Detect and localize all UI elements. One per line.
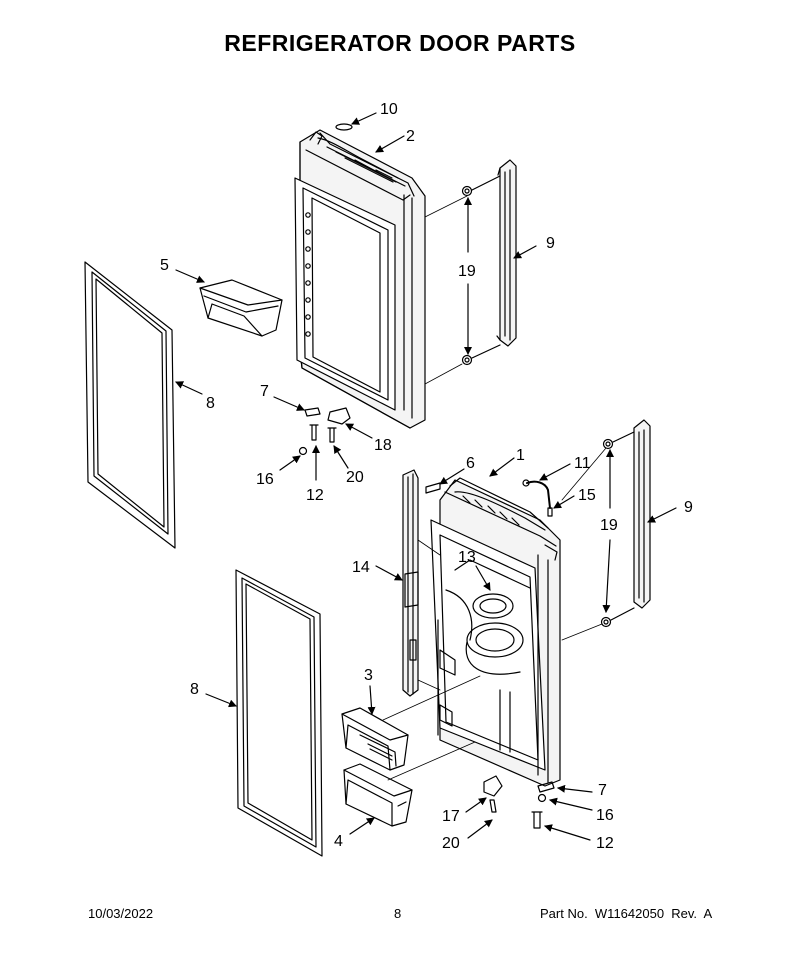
- callout-8-lower: 8: [190, 681, 199, 698]
- callout-7-lower: 7: [598, 782, 607, 799]
- callout-4: 4: [334, 833, 343, 850]
- callout-12-lower: 12: [596, 835, 614, 852]
- upper-door-bin: [199, 279, 283, 337]
- callout-19-lower: 19: [600, 517, 618, 534]
- callout-20-lower: 20: [442, 835, 460, 852]
- callout-6: 6: [466, 455, 475, 472]
- callout-15: 15: [578, 487, 596, 504]
- upper-door-handle: [424, 159, 517, 385]
- lower-door-bin-small: [341, 707, 409, 771]
- callout-16-lower: 16: [596, 807, 614, 824]
- leader-arrows: [175, 112, 677, 841]
- footer-page-number: 8: [394, 906, 402, 921]
- callout-11: 11: [574, 455, 591, 472]
- lower-hinge-parts: [483, 775, 555, 829]
- callout-2: 2: [406, 128, 415, 145]
- lower-door-handle: [561, 419, 651, 641]
- callout-13: 13: [458, 549, 476, 566]
- upper-door-liner: [294, 129, 426, 429]
- callout-1: 1: [516, 447, 525, 464]
- callout-7-upper: 7: [260, 383, 269, 400]
- callout-17: 17: [442, 808, 460, 825]
- callout-18: 18: [374, 437, 392, 454]
- bin-guide-lines: [382, 675, 481, 781]
- lower-door-liner: [430, 477, 561, 787]
- footer-part-number: Part No. W11642050 Rev. A: [540, 906, 713, 921]
- callout-10: 10: [380, 101, 398, 118]
- lower-door-bin-large: [343, 763, 413, 827]
- callout-14: 14: [352, 559, 370, 576]
- callout-16-upper: 16: [256, 471, 274, 488]
- upper-hinge-parts: [298, 123, 353, 456]
- callout-3: 3: [364, 667, 373, 684]
- callout-20-upper: 20: [346, 469, 364, 486]
- water-tube-parts: [425, 479, 553, 517]
- callout-12-upper: 12: [306, 487, 324, 504]
- callout-9-upper: 9: [546, 235, 555, 252]
- callout-8-upper: 8: [206, 395, 215, 412]
- callout-19-upper: 19: [458, 263, 476, 280]
- door-hinge-bar: [402, 469, 441, 697]
- callout-5: 5: [160, 257, 169, 274]
- page-title: REFRIGERATOR DOOR PARTS: [224, 30, 576, 56]
- footer-date: 10/03/2022: [88, 906, 154, 921]
- upper-door-gasket: [84, 261, 176, 549]
- lower-door-gasket: [235, 569, 323, 857]
- callout-9-lower: 9: [684, 499, 693, 516]
